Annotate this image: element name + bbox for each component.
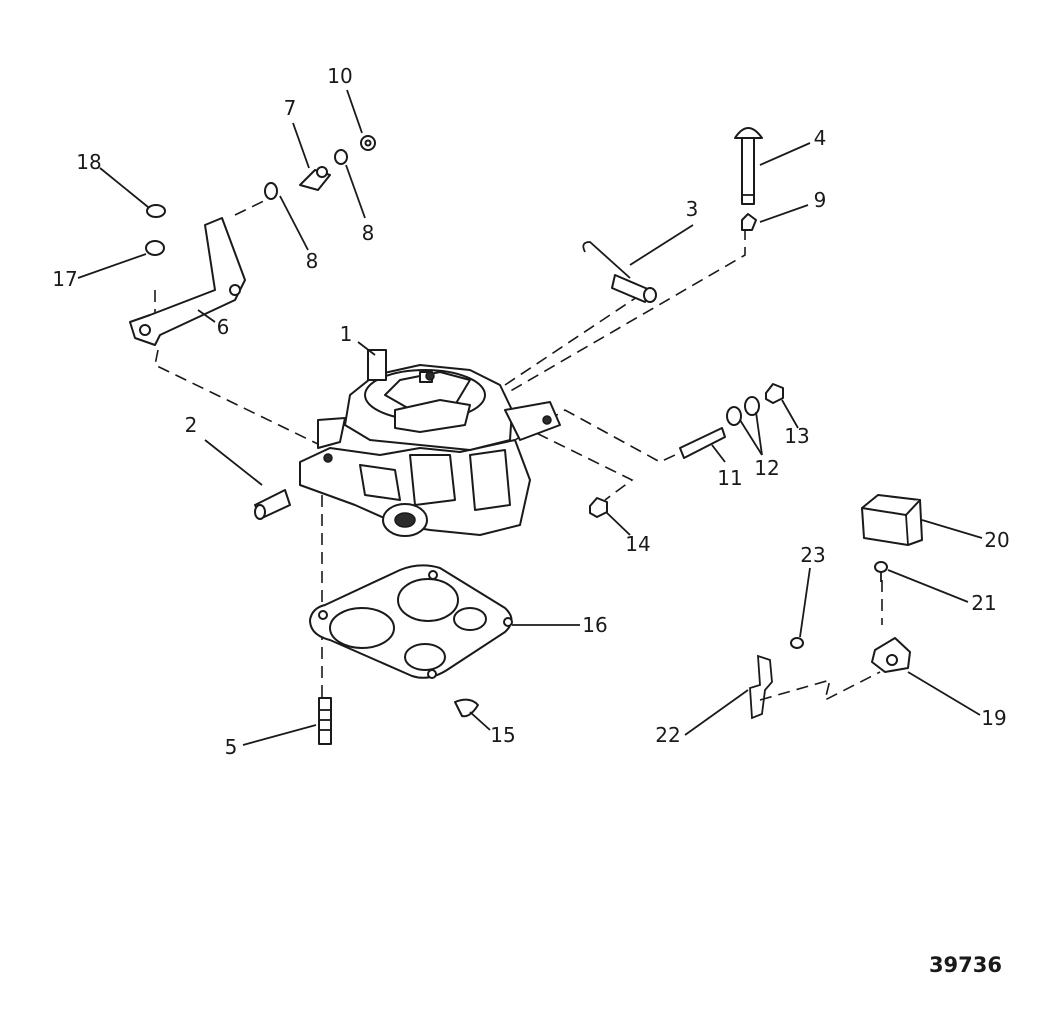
fitting-part-2 xyxy=(254,489,291,520)
carburetor-part-1 xyxy=(299,349,561,537)
nut-part-10 xyxy=(360,135,376,151)
leader-lines xyxy=(77,89,983,746)
nut-part-17 xyxy=(145,240,165,256)
retainer-part-23 xyxy=(790,637,804,649)
washer-part-8b xyxy=(334,149,348,165)
callout-20: 20 xyxy=(984,528,1009,552)
callout-15: 15 xyxy=(490,723,515,747)
callout-19: 19 xyxy=(981,706,1006,730)
washer-part-8a xyxy=(264,182,278,200)
cover-part-20 xyxy=(861,494,923,546)
callout-10: 10 xyxy=(327,64,352,88)
callout-14: 14 xyxy=(625,532,650,556)
callout-1: 1 xyxy=(340,322,353,346)
callout-4: 4 xyxy=(814,126,827,150)
gasket-part-16 xyxy=(309,564,513,679)
callout-9: 9 xyxy=(814,188,827,212)
stud-part-11 xyxy=(679,427,726,459)
callout-6: 6 xyxy=(217,315,230,339)
bolt-part-4 xyxy=(734,127,763,205)
callout-5: 5 xyxy=(225,735,238,759)
nut-part-14 xyxy=(589,497,608,518)
callout-8b: 8 xyxy=(362,221,375,245)
callout-8a: 8 xyxy=(306,249,319,273)
link-rod-part-22 xyxy=(749,654,773,720)
clip-part-19 xyxy=(871,637,911,673)
nut-part-9 xyxy=(741,213,757,231)
stud-part-5 xyxy=(318,697,332,745)
callout-13: 13 xyxy=(784,424,809,448)
callout-17: 17 xyxy=(52,267,77,291)
callout-7: 7 xyxy=(284,96,297,120)
callout-22: 22 xyxy=(655,723,680,747)
callout-21: 21 xyxy=(971,591,996,615)
callout-11: 11 xyxy=(717,466,742,490)
choke-rod-part-3 xyxy=(582,241,657,303)
nut-part-18 xyxy=(146,204,166,218)
callout-16: 16 xyxy=(582,613,607,637)
washers-part-12 xyxy=(726,396,760,426)
plug-part-15 xyxy=(454,698,479,718)
screw-part-21 xyxy=(874,561,888,582)
reference-number: 39736 xyxy=(929,953,1002,977)
screw-part-7 xyxy=(299,166,331,191)
callout-23: 23 xyxy=(800,543,825,567)
callout-12: 12 xyxy=(754,456,779,480)
nut-part-13 xyxy=(765,383,784,404)
callout-labels: 1 2 3 4 5 6 7 8 8 9 10 11 12 13 14 15 16… xyxy=(52,64,1009,759)
callout-2: 2 xyxy=(185,413,198,437)
bracket-part-6 xyxy=(129,217,246,346)
callout-3: 3 xyxy=(686,197,699,221)
callout-18: 18 xyxy=(76,150,101,174)
